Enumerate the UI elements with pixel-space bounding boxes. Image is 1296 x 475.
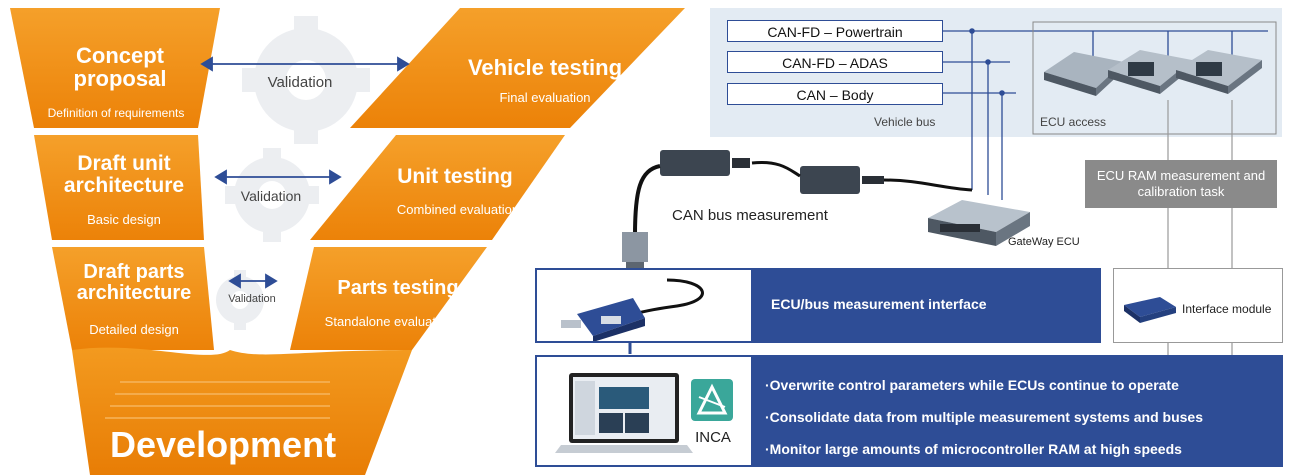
stage-title-concept: Concept proposal [73,43,167,92]
inca-panel: INCA [535,355,1283,467]
stage-box-vehicle [350,8,685,128]
inca-bullet-2: ·Consolidate data from multiple measurem… [765,409,1204,425]
inca-bullet-3: ·Monitor large amounts of microcontrolle… [765,441,1182,457]
stage-subtitle-concept: Definition of requirements [47,106,185,120]
v-model-graphic [10,8,685,475]
inca-bullet-1: ·Overwrite control parameters while ECUs… [765,377,1179,393]
stage-subtitle-vehicle: Final evaluation [499,90,591,105]
interface-module-icon [1124,297,1176,323]
bus-label-body: CAN – Body [727,83,943,105]
stage-title-vehicle: Vehicle testing [467,55,623,80]
bus-label-powertrain: CAN-FD – Powertrain [727,20,943,42]
stage-box-parts-arch [52,247,214,350]
validation-arrow-1 [200,56,410,72]
stage-box-parts-test [290,247,487,350]
inca-logo-icon [691,379,733,421]
usb-interface-icon [561,278,704,341]
interface-panel: ECU/bus measurement interface [535,268,1101,343]
stage-title-parts-test: Parts testing [337,277,459,299]
bus-label-adas: CAN-FD – ADAS [727,51,943,73]
validation-arrow-2 [214,169,342,185]
validation-label-3: Validation [228,293,276,305]
validation-arrow-3 [228,273,278,289]
ecu-icon [1044,50,1262,96]
usb-interface-image-area [537,270,751,341]
can-bus-measurement-label: CAN bus measurement [672,207,828,224]
ecu-access-label: ECU access [1040,115,1107,129]
ram-task-box: ECU RAM measurement and calibration task [1085,160,1277,208]
interface-module-label: Interface module [1182,302,1272,316]
stage-subtitle-parts-test: Standalone evaluation [324,314,454,329]
stage-title-unit-test: Unit testing [397,165,513,188]
inca-label: INCA [695,429,731,446]
stage-box-unit-arch [34,135,204,240]
laptop-icon [555,373,693,453]
gear-icon-large [242,16,370,144]
can-measurement-device-icon [622,150,973,270]
validation-label-1: Validation [267,74,333,91]
stage-title-unit-arch: Draft unit architecture [63,152,185,198]
gateway-ecu-label: GateWay ECU [1008,236,1080,248]
stage-subtitle-unit-arch: Basic design [87,212,161,227]
stage-box-concept [10,8,220,128]
development-label: Development [110,424,337,465]
inca-image-area: INCA [537,357,751,465]
development-base [72,347,412,475]
development-stripes [105,381,330,419]
interface-title: ECU/bus measurement interface [771,296,987,312]
gear-icon-medium [225,148,319,242]
stage-title-parts-arch: Draft parts architecture [76,261,192,304]
stage-subtitle-unit-test: Combined evaluation [396,202,520,217]
vehicle-bus-label: Vehicle bus [874,115,936,129]
stage-subtitle-parts-arch: Detailed design [89,322,179,337]
gateway-ecu-icon [928,200,1030,246]
stage-box-unit-test [310,135,565,240]
interface-module-box: Interface module [1113,268,1283,343]
validation-label-2: Validation [240,188,302,204]
